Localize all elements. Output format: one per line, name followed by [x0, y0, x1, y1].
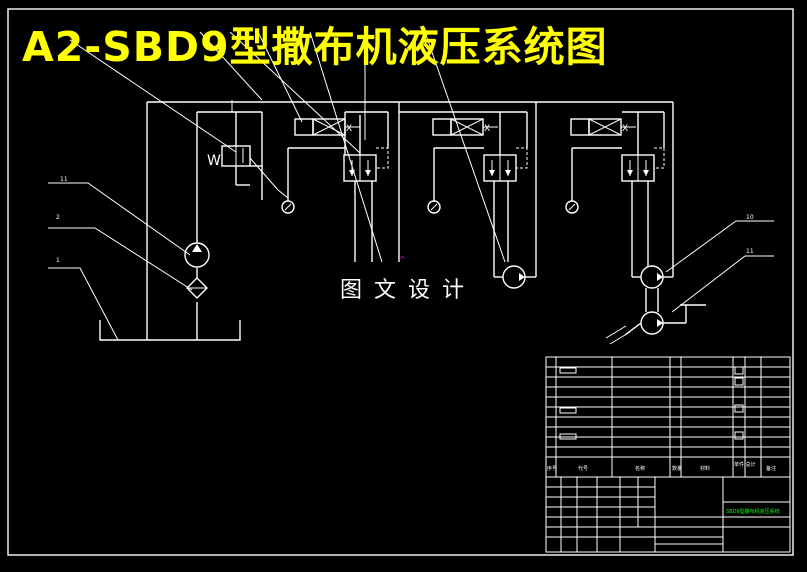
leader-2: [48, 227, 193, 291]
spring-x-2: X: [484, 124, 490, 134]
leader-3: [48, 182, 191, 256]
leader-11: [671, 255, 774, 313]
leader-1: [48, 267, 119, 341]
bom-code-header: 代号: [578, 465, 588, 472]
callout-2: 2: [56, 214, 60, 221]
bom-weight-header: 单件 总计: [734, 461, 756, 468]
oil-tank: [99, 320, 241, 341]
bom-table: [545, 356, 791, 478]
callout-11: 11: [746, 248, 754, 255]
drawing-frame: [7, 8, 794, 556]
bom-name-header: 名称: [635, 465, 645, 472]
directional-valve-1: [294, 112, 389, 262]
spring-x-3: X: [622, 124, 628, 134]
bom-qty-header: 数量: [672, 465, 682, 472]
callout-10: 10: [746, 214, 754, 221]
filter-symbol: [186, 277, 208, 299]
callout-1: 1: [56, 257, 60, 264]
spring-x-1: X: [346, 124, 352, 134]
leader-10: [665, 220, 774, 273]
callout-3: 11: [60, 176, 68, 183]
bom-remark-header: 备注: [766, 465, 776, 472]
watermark-text: 图文设计: [340, 278, 477, 303]
solenoid-w-label: W: [207, 153, 221, 169]
title-block-drawing-name: SBD9型撒布机液压系统: [726, 508, 780, 515]
pump-arrow: [192, 244, 202, 252]
magenta-mark: ^: [399, 255, 406, 264]
directional-valve-2: [432, 112, 528, 182]
drawing-title: A2-SBD9型撒布机液压系统图: [22, 23, 608, 71]
bom-no-header: 序号: [547, 465, 557, 472]
title-block: [545, 476, 791, 553]
directional-valve-3: [570, 112, 665, 182]
bom-material-header: 材料: [700, 465, 710, 472]
